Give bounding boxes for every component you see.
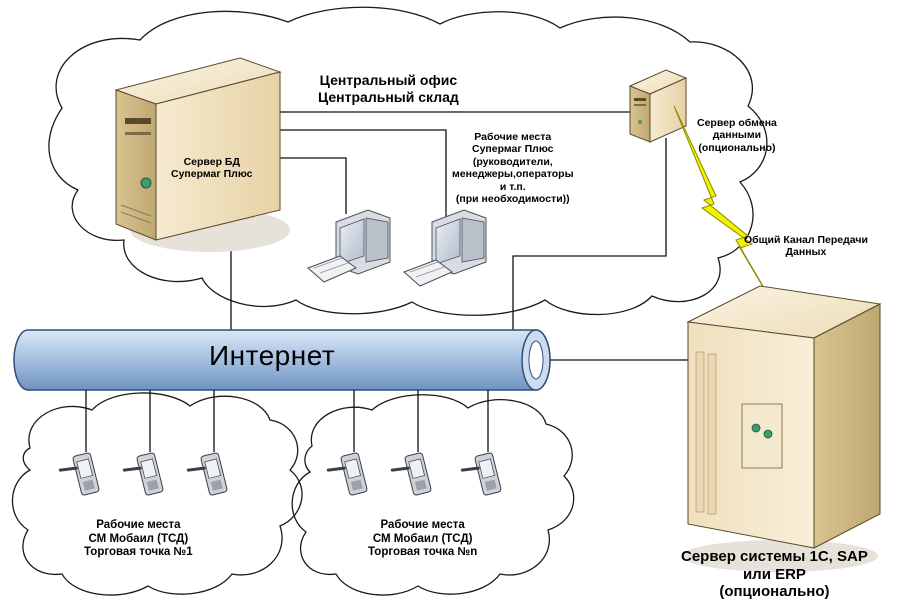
channel-label-line1: Общий Канал Передачи xyxy=(744,234,868,246)
erp-server-label: Сервер системы 1С, SAP или ERP (опционал… xyxy=(681,548,868,601)
handheld-terminal-icon xyxy=(460,452,502,496)
workstations-label-line3: (руководители, xyxy=(472,155,553,168)
handheld-terminal-icon xyxy=(186,452,228,496)
handheld-terminal-icon xyxy=(58,452,100,496)
handheld-terminal-icon xyxy=(390,452,432,496)
handheld-terminal-icon xyxy=(326,452,368,496)
store-1-label: Рабочие места СМ Мобаил (ТСД) Торговая т… xyxy=(84,519,193,560)
store-1-cloud xyxy=(11,392,303,596)
internet-label: Интернет xyxy=(209,340,336,371)
store-1-label-line3: Торговая точка №1 xyxy=(84,546,193,559)
workstation-1-icon xyxy=(307,209,391,283)
central-office-title-line2: Центральный склад xyxy=(318,88,459,105)
store-drop-lines xyxy=(85,390,489,452)
central-office-title: Центральный офис Центральный склад xyxy=(318,72,459,105)
workstations-label-line2: Супермаг Плюс xyxy=(472,143,554,156)
central-office-cloud xyxy=(48,6,768,316)
store-n-cloud xyxy=(291,394,575,596)
db-server-label-line1: Сервер БД xyxy=(183,156,240,168)
db-server-icon xyxy=(114,57,290,252)
db-server-label: Сервер БД Супермаг Плюс xyxy=(171,156,253,181)
erp-server-icon xyxy=(682,285,882,572)
handheld-terminals xyxy=(58,452,502,496)
exchange-server-icon xyxy=(628,69,688,143)
erp-server-label-line1: Сервер системы 1С, SAP xyxy=(681,548,868,565)
exchange-server-label: Сервер обмена данными (опционально) xyxy=(697,117,777,154)
store-n-label: Рабочие места СМ Мобаил (ТСД) Торговая т… xyxy=(368,519,477,560)
erp-server-label-line2: или ERP xyxy=(742,565,806,583)
workstations-label: Рабочие места Супермаг Плюс (руководител… xyxy=(452,131,574,205)
workstations-label-line6: (при необходимости)) xyxy=(455,192,570,205)
channel-label: Общий Канал Передачи Данных xyxy=(744,234,868,259)
workstation-2-icon xyxy=(403,209,487,287)
store-n-label-line3: Торговая точка №n xyxy=(368,546,478,559)
internet-pipe xyxy=(13,329,551,391)
exchange-server-label-line3: (опционально) xyxy=(698,141,776,154)
exchange-server-label-line1: Сервер обмена xyxy=(697,117,777,129)
exchange-server-label-line2: данными xyxy=(712,129,762,142)
workstations-label-line5: и т.п. xyxy=(499,180,526,193)
channel-label-line2: Данных xyxy=(785,246,827,259)
handheld-terminal-icon xyxy=(122,452,164,496)
store-n-label-line2: СМ Мобаил (ТСД) xyxy=(372,532,473,545)
workstations-label-line1: Рабочие места xyxy=(474,131,552,143)
central-office-title-line1: Центральный офис xyxy=(319,72,458,88)
erp-server-label-line3: (опционально) xyxy=(719,583,830,601)
store-n-label-line1: Рабочие места xyxy=(380,519,465,531)
workstations-label-line4: менеджеры,операторы xyxy=(452,168,574,181)
store-1-label-line1: Рабочие места xyxy=(96,519,181,531)
db-server-label-line2: Супермаг Плюс xyxy=(171,168,253,181)
store-1-label-line2: СМ Мобаил (ТСД) xyxy=(88,532,189,545)
